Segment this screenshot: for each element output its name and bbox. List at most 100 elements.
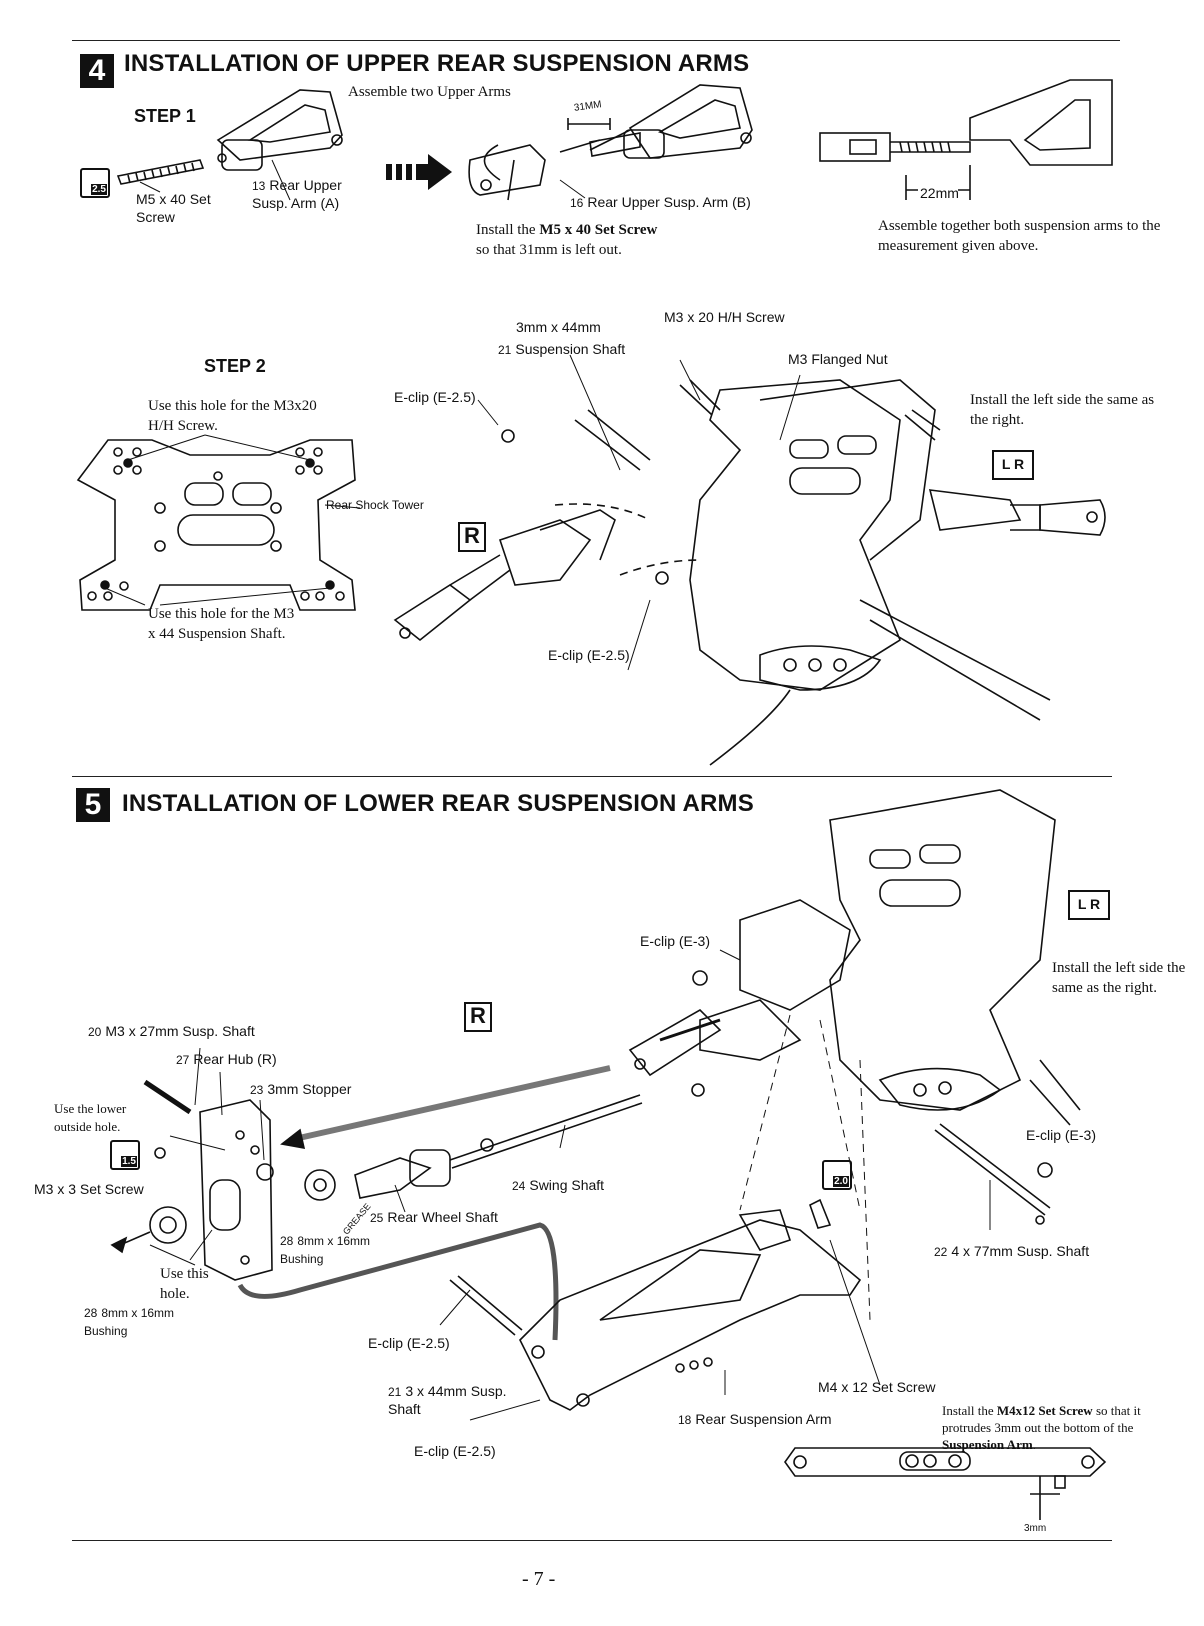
left-right-badge: L R — [992, 450, 1034, 480]
section-4-number: 4 — [80, 54, 114, 88]
part-number: 25 — [370, 1211, 384, 1225]
part-name: 4 x 77mm Susp. Shaft — [951, 1243, 1090, 1259]
tool-size-label: 2.5 — [91, 184, 107, 195]
m4-set-screw-label: M4 x 12 Set Screw — [818, 1379, 936, 1395]
top-rule — [72, 40, 1120, 41]
install-left-side-note: Install the left side the same as the ri… — [970, 392, 1155, 428]
assembled-arm-side-view — [819, 79, 1113, 200]
arm-side-view-drawing — [784, 1447, 1107, 1520]
rear-chassis-drawing-step2 — [393, 379, 1106, 766]
shaft-hole-note: Use this hole for the M3 x 44 Suspension… — [148, 606, 295, 642]
eclip-label: E-clip (E-2.5) — [394, 389, 476, 405]
lower-hole-note: Use the lower outside hole. — [54, 1101, 127, 1134]
part-number: 21 — [498, 343, 512, 357]
eclip-e3-label: E-clip (E-3) — [640, 933, 711, 949]
wheel-shaft-strip — [237, 1222, 559, 1341]
m4-screw-install-note: Install the M4x12 Set Screw so that it p… — [942, 1402, 1172, 1453]
assemble-two-upper-arms-note: Assemble two Upper Arms — [348, 84, 511, 100]
step1-label: STEP 1 — [134, 106, 196, 126]
upper-arm-a-drawing — [216, 89, 343, 171]
shaft-size-label: 3mm x 44mm — [516, 319, 601, 335]
eclip-label: E-clip (E-2.5) — [548, 647, 630, 663]
step2-label: STEP 2 — [204, 356, 266, 376]
left-right-badge: L R — [1068, 890, 1110, 920]
part-name: Suspension Shaft — [515, 341, 626, 357]
part-name: Swing Shaft — [529, 1177, 605, 1193]
part-number: 28 — [84, 1306, 98, 1320]
note-bold: Suspension Arm — [942, 1437, 1033, 1452]
measure-3mm-label: 3mm — [1024, 1523, 1047, 1534]
part-name: Rear Hub (R) — [193, 1051, 277, 1067]
shock-tower-drawing — [76, 434, 356, 611]
rear-hub-drawing — [110, 1079, 705, 1281]
use-this-hole-note: Use this hole. — [160, 1266, 209, 1302]
section-5-title: INSTALLATION OF LOWER REAR SUSPENSION AR… — [122, 790, 754, 817]
part-name: M3 x 27mm Susp. Shaft — [105, 1023, 255, 1039]
note-text: so that it protrudes 3mm out the bottom … — [942, 1403, 1141, 1435]
part-number: 13 — [252, 179, 266, 193]
set-screw-label: M3 x 3 Set Screw — [34, 1181, 144, 1197]
flanged-nut-label: M3 Flanged Nut — [788, 351, 888, 367]
part-number: 18 — [678, 1413, 692, 1427]
note-text: Install the — [476, 222, 540, 238]
hh-screw-hole-note: Use this hole for the M3x20 H/H Screw. — [148, 398, 317, 434]
page-number: - 7 - — [522, 1568, 556, 1590]
eclip-e3-label: E-clip (E-3) — [1026, 1127, 1097, 1143]
part-name: Rear Suspension Arm — [695, 1411, 832, 1427]
eclip-label: E-clip (E-2.5) — [368, 1335, 450, 1351]
note-text: Install the — [942, 1403, 997, 1418]
part-number: 22 — [934, 1245, 948, 1259]
note-bold: M5 x 40 Set Screw — [539, 222, 658, 238]
part-number: 16 — [570, 196, 584, 210]
bottom-rule — [72, 1540, 1112, 1541]
tool-size-label: 1.5 — [121, 1156, 137, 1167]
part-number: 23 — [250, 1083, 264, 1097]
step-arrow — [386, 154, 452, 190]
right-side-badge: R — [458, 522, 486, 552]
hex-wrench-1-5-icon: 1.5 — [110, 1140, 140, 1170]
section-5-rule — [72, 776, 1112, 777]
part-number: 21 — [388, 1385, 402, 1399]
note-bold: M4x12 Set Screw — [996, 1403, 1093, 1418]
part-name: Rear Upper Susp. Arm (A) — [252, 177, 342, 211]
part-number: 20 — [88, 1025, 102, 1039]
leader-lines — [139, 159, 991, 1421]
long-arrow-to-hub — [280, 1065, 611, 1150]
install-left-side-note: Install the left side the same as the ri… — [1052, 960, 1186, 996]
part-name: 8mm x 16mm Bushing — [280, 1234, 371, 1266]
right-side-badge: R — [464, 1002, 492, 1032]
hh-screw-label: M3 x 20 H/H Screw — [664, 309, 785, 325]
measure-31mm-label: 31MM — [573, 99, 603, 114]
rear-chassis-drawing-step5 — [628, 789, 1081, 1225]
install-set-screw-note: Install the M5 x 40 Set Screw so that 31m… — [476, 220, 736, 260]
lower-suspension-arm-drawing — [449, 1198, 862, 1411]
part-name: Rear Wheel Shaft — [387, 1209, 498, 1225]
note-text: . — [1032, 1437, 1036, 1452]
tool-size-label: 2.0 — [833, 1176, 849, 1187]
part-number: 28 — [280, 1234, 294, 1248]
set-screw-label: M5 x 40 Set Screw — [136, 191, 211, 225]
part-number: 24 — [512, 1179, 526, 1193]
eclip-label: E-clip (E-2.5) — [414, 1443, 496, 1459]
part-name: 8mm x 16mm Bushing — [84, 1306, 175, 1338]
part-name: 3 x 44mm Susp. Shaft — [388, 1383, 507, 1417]
hex-wrench-2-0-icon: 2.0 — [822, 1160, 852, 1190]
part-name: 3mm Stopper — [267, 1081, 352, 1097]
rear-shock-tower-label: Rear Shock Tower — [326, 498, 424, 512]
upper-arm-b-drawing — [468, 84, 753, 201]
measure-22mm-label: 22mm — [920, 185, 959, 201]
note-text-2: so that 31mm is left out. — [476, 242, 622, 258]
hex-wrench-2-5-icon: 2.5 — [80, 168, 110, 198]
